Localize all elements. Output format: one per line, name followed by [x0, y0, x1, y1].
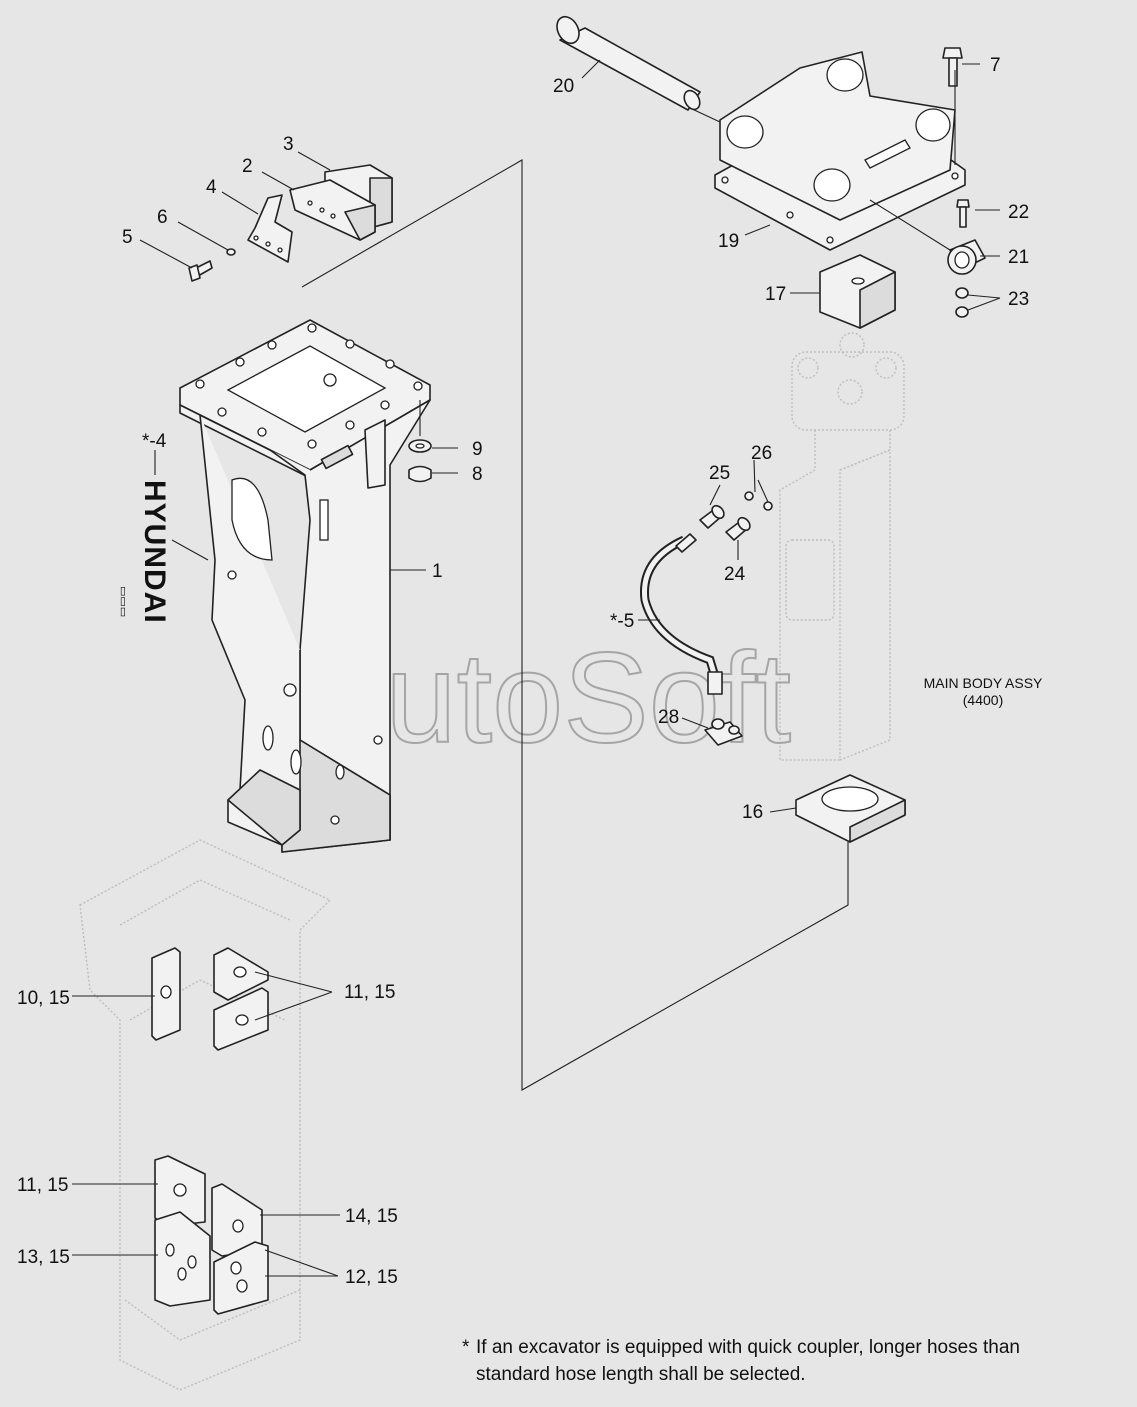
assembly-code: (4400) — [963, 692, 1003, 708]
part-21-collar — [947, 239, 986, 275]
callout-17: 17 — [765, 284, 786, 305]
callout-1: 1 — [432, 561, 443, 582]
callout-16: 16 — [742, 802, 763, 823]
callout-26: 26 — [751, 443, 772, 464]
callout-22: 22 — [1008, 202, 1029, 223]
part-23-nut-b — [955, 306, 969, 318]
callout-23: 23 — [1008, 289, 1029, 310]
callout-6: 6 — [157, 207, 168, 228]
callout-4: 4 — [206, 177, 217, 198]
part-13-plate — [154, 1211, 211, 1307]
callout-2: 2 — [242, 156, 253, 177]
main-body-ghost — [779, 332, 905, 761]
footnote-line-2: standard hose length shall be selected. — [476, 1364, 806, 1385]
callout-21: 21 — [1008, 247, 1029, 268]
callout-11-15-upper: 11, 15 — [344, 982, 395, 1003]
callout-labels: 3 2 4 6 5 7 20 19 22 21 23 17 9 8 1 *-4 … — [17, 55, 1043, 1288]
part-5-hose — [639, 533, 723, 695]
part-17-cushion — [819, 254, 896, 329]
callout-star-4: *-4 — [142, 431, 167, 452]
part-22-bolt — [956, 199, 970, 228]
part-26-oring-b — [763, 501, 773, 511]
part-11-plate-lower — [154, 1155, 206, 1227]
footnote-star: * — [462, 1337, 470, 1358]
part-12-plate — [213, 1241, 269, 1315]
leader-lines — [72, 59, 1001, 1277]
footnote: * If an excavator is equipped with quick … — [462, 1334, 1132, 1388]
part-7-bolt — [942, 47, 963, 87]
part-4-plate — [247, 194, 293, 263]
part-28-block — [704, 718, 743, 746]
part-25-fitting — [699, 504, 725, 529]
part-19-bracket — [714, 51, 966, 251]
part-10-plate — [151, 947, 181, 1041]
callout-3: 3 — [283, 134, 294, 155]
part-20-pin — [556, 15, 701, 111]
part-26-oring-a — [744, 491, 754, 501]
callout-12-15: 12, 15 — [345, 1267, 398, 1288]
callout-10-15: 10, 15 — [17, 988, 70, 1009]
part-8-nut — [408, 465, 432, 483]
assembly-frame-line — [301, 159, 849, 1091]
model-decal-mark: ▭▭▭ — [117, 586, 129, 617]
callout-11-15-lower: 11, 15 — [17, 1175, 68, 1196]
bracket-ghost — [79, 839, 332, 1391]
footnote-line-1: If an excavator is equipped with quick c… — [476, 1337, 1020, 1358]
callout-8: 8 — [472, 464, 483, 485]
callout-14-15: 14, 15 — [345, 1206, 398, 1227]
callout-5: 5 — [122, 227, 133, 248]
part-24-fitting — [725, 516, 751, 541]
part-1-frame — [179, 319, 431, 853]
callout-13-15: 13, 15 — [17, 1247, 70, 1268]
part-5-bolt — [188, 260, 213, 282]
callout-25: 25 — [709, 463, 730, 484]
callout-star-5: *-5 — [610, 611, 634, 632]
callout-20: 20 — [553, 76, 574, 97]
callout-9: 9 — [472, 439, 483, 460]
part-16-plate — [795, 774, 906, 843]
part-2-pad — [289, 179, 376, 241]
callout-7: 7 — [990, 55, 1001, 76]
callout-24: 24 — [724, 564, 746, 585]
callout-28: 28 — [658, 707, 679, 728]
assembly-name: MAIN BODY ASSY — [924, 675, 1043, 691]
part-11-plates-upper — [213, 947, 269, 1051]
callout-19: 19 — [718, 231, 739, 252]
brand-decal: HYUNDAI — [138, 480, 171, 624]
part-6-washer — [226, 248, 236, 256]
part-23-nut-a — [955, 287, 969, 299]
